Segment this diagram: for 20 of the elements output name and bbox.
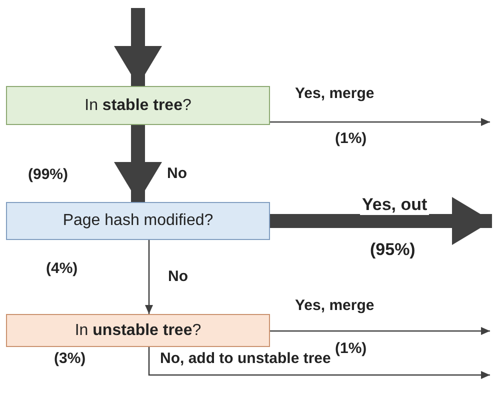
arrow — [114, 8, 162, 86]
arrow — [148, 347, 490, 379]
arrow — [270, 197, 492, 245]
edge-label: Yes, merge — [293, 85, 376, 102]
process-box: Page hash modified? — [6, 202, 270, 240]
percentage-label: (1%) — [333, 340, 369, 357]
percentage-label: (4%) — [44, 260, 80, 277]
percentage-label: (1%) — [333, 130, 369, 147]
arrow — [145, 240, 153, 314]
edge-label: Yes, merge — [293, 297, 376, 314]
arrow — [270, 327, 490, 335]
process-box: In unstable tree? — [6, 314, 270, 347]
arrow — [270, 118, 490, 126]
arrow — [114, 125, 162, 202]
edge-label: Yes, out — [360, 195, 430, 215]
edge-label: No, add to unstable tree — [158, 350, 333, 367]
percentage-label: (95%) — [368, 240, 418, 260]
process-box: In stable tree? — [6, 86, 270, 125]
percentage-label: (99%) — [26, 166, 70, 183]
percentage-label: (3%) — [52, 350, 88, 367]
